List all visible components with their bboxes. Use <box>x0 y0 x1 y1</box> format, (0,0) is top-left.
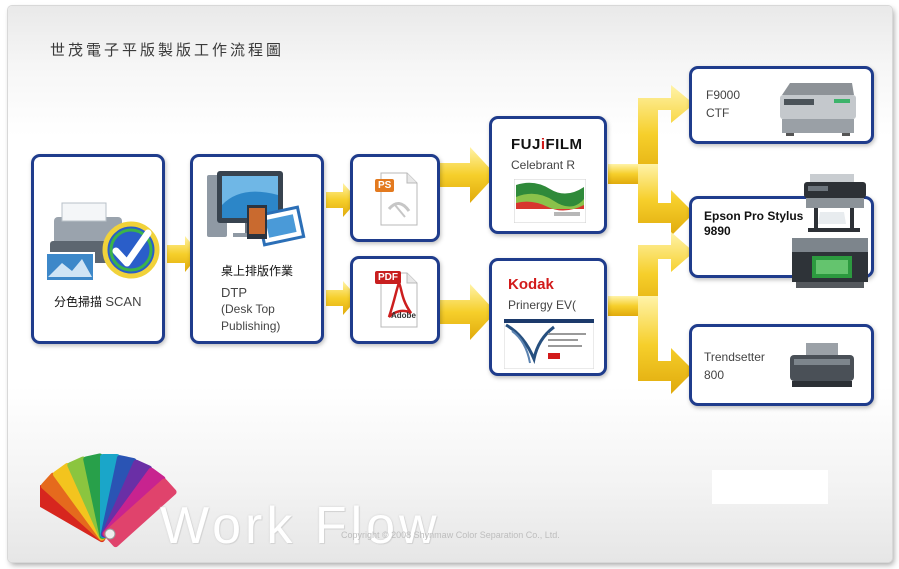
fujifilm-product: Celebrant R <box>511 158 576 172</box>
scan-node: 分色掃描 SCAN <box>31 154 165 344</box>
fujifilm-logo: FUJiFILM <box>511 136 583 153</box>
ps-badge: PS <box>375 179 395 192</box>
trendsetter-line2: 800 <box>704 368 725 382</box>
decor-block <box>712 470 828 504</box>
trendsetter-line1: Trendsetter <box>704 350 765 364</box>
trendsetter-node: Trendsetter 800 <box>689 324 874 406</box>
f9000-line1: F9000 <box>706 88 741 102</box>
fuji-brand-b: FILM <box>545 136 583 153</box>
workflow-watermark: Work Flow <box>160 497 441 555</box>
copyright-text: Copyright © 2008 Shynmaw Color Separatio… <box>341 530 560 540</box>
color-fan-icon <box>40 453 177 548</box>
epson-line2: 9890 <box>704 224 731 238</box>
f9000-line2: CTF <box>706 106 730 120</box>
pdf-icon <box>380 272 418 328</box>
fujifilm-screen-icon <box>514 179 586 223</box>
check-badge-icon <box>102 221 160 279</box>
ctf-machine-icon <box>780 83 856 136</box>
fuji-brand-i: i <box>540 136 546 153</box>
kodak-logo: Kodak <box>508 276 554 293</box>
platesetter-icon <box>792 238 868 288</box>
pdf-sub: Adobe <box>391 311 416 320</box>
trendsetter-machine-icon <box>790 343 854 387</box>
pdf-node: PDF Adobe <box>350 256 440 344</box>
kodak-product: Prinergy EV( <box>508 298 577 312</box>
page-title: 世茂電子平版製版工作流程圖 <box>50 42 285 59</box>
computer-icon <box>207 171 306 247</box>
dtp-label-3: Publishing) <box>221 319 281 333</box>
f9000-node: F9000 CTF <box>689 66 874 144</box>
ps-node: PS <box>350 154 440 242</box>
epson-line1: Epson Pro Stylus <box>704 209 804 223</box>
dtp-label-2: (Desk Top <box>221 302 275 316</box>
scan-label: 分色掃描 SCAN <box>54 293 141 311</box>
wide-printer-icon <box>804 174 866 232</box>
scan-label-en: SCAN <box>105 294 142 309</box>
pdf-badge: PDF <box>375 271 401 284</box>
scan-label-cn: 分色掃描 <box>54 295 103 309</box>
kodak-screen-icon <box>504 319 594 369</box>
fuji-brand-a: FUJ <box>511 136 541 153</box>
fujifilm-node: FUJiFILM Celebrant R <box>489 116 607 234</box>
dtp-node: 桌上排版作業 DTP (Desk Top Publishing) <box>190 154 324 344</box>
dtp-label-cn: 桌上排版作業 <box>221 264 294 278</box>
kodak-node: Kodak Prinergy EV( <box>489 258 607 376</box>
dtp-label-1: DTP <box>221 285 247 300</box>
document-icon <box>380 172 418 226</box>
